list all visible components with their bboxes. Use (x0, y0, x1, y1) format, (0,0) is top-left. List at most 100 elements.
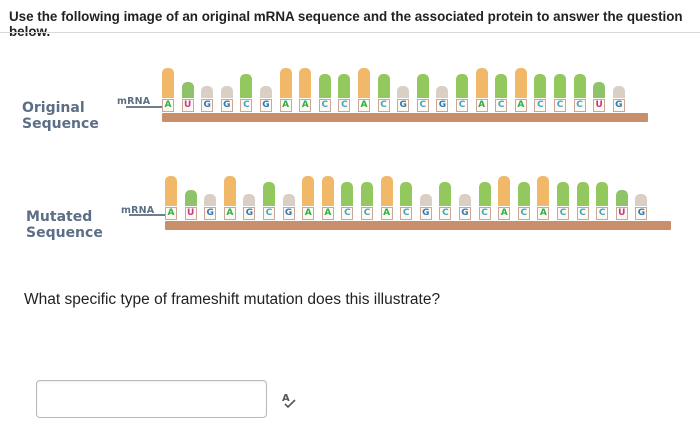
nucleotide-box (341, 207, 354, 220)
nucleotide-peg (321, 176, 334, 206)
nucleotide-a: A (162, 58, 174, 112)
nucleotide-box (576, 207, 589, 220)
nucleotide-box (260, 99, 272, 112)
nucleotide-letter: A (226, 208, 234, 218)
nucleotide-peg (554, 74, 566, 98)
answer-input[interactable] (36, 380, 267, 418)
nucleotide-peg (475, 68, 488, 98)
nucleotide-peg (204, 194, 217, 206)
nucleotide-box (436, 99, 449, 112)
nucleotide-letter: U (595, 100, 603, 110)
original-sequence-label: Original Sequence (22, 100, 99, 132)
nucleotide-peg (514, 68, 527, 98)
strand-lead-line (126, 106, 162, 108)
nucleotide-g: G (436, 58, 449, 112)
nucleotide-box (220, 99, 233, 112)
strand-backbone (162, 113, 649, 122)
nucleotide-letter: G (206, 208, 214, 218)
strand-lead-line (129, 214, 165, 216)
nucleotide-box (279, 99, 292, 112)
nucleotide-g: G (282, 166, 295, 220)
spellcheck-icon[interactable]: A (279, 390, 299, 410)
nucleotide-peg (282, 194, 295, 206)
nucleotide-peg (302, 176, 315, 206)
nucleotide-letter: G (245, 208, 254, 218)
nucleotide-c: C (361, 166, 373, 220)
nucleotide-u: U (593, 58, 606, 112)
nucleotide-peg (299, 68, 312, 98)
nucleotide-box (517, 207, 530, 220)
nucleotide-peg (456, 74, 468, 98)
nucleotide-c: C (416, 58, 429, 112)
nucleotide-u: U (184, 166, 197, 220)
nucleotide-u: U (181, 58, 194, 112)
nucleotide-c: C (338, 58, 351, 112)
nucleotide-letter: C (243, 100, 250, 110)
mutated-sequence-label: Mutated Sequence (26, 209, 103, 241)
nucleotide-c: C (456, 58, 468, 112)
nucleotide-c: C (439, 166, 452, 220)
nucleotide-letter: C (576, 100, 583, 110)
svg-text:A: A (282, 393, 290, 404)
nucleotide-box (181, 99, 194, 112)
nucleotide-c: C (341, 166, 354, 220)
nucleotide-peg (165, 176, 177, 206)
nucleotide-peg (534, 74, 547, 98)
original-mrna-tag: mRNA (117, 96, 151, 107)
nucleotide-peg (263, 182, 275, 206)
nucleotide-peg (576, 182, 589, 206)
nucleotide-letter: A (167, 208, 175, 218)
nucleotide-c: C (517, 166, 530, 220)
nucleotide-box (321, 207, 334, 220)
nucleotide-box (573, 99, 586, 112)
nucleotide-a: A (223, 166, 236, 220)
nucleotide-box (243, 207, 256, 220)
nucleotide-peg (341, 182, 354, 206)
nucleotide-letter: C (402, 208, 410, 218)
nucleotide-box (318, 99, 331, 112)
nucleotide-box (554, 99, 566, 112)
nucleotide-c: C (240, 58, 253, 112)
nucleotide-box (612, 99, 625, 112)
nucleotide-peg (318, 74, 331, 98)
nucleotide-letter: U (183, 100, 192, 110)
nucleotide-letter: C (579, 208, 586, 218)
nucleotide-box (358, 99, 370, 112)
nucleotide-letter: C (537, 100, 544, 110)
nucleotide-c: C (318, 58, 331, 112)
nucleotide-box (165, 207, 177, 220)
nucleotide-letter: C (598, 208, 606, 218)
nucleotide-peg (397, 86, 410, 98)
nucleotide-peg (439, 182, 452, 206)
nucleotide-letter: C (265, 208, 273, 218)
nucleotide-peg (593, 82, 606, 98)
nucleotide-peg (361, 182, 373, 206)
nucleotide-letter: A (478, 100, 486, 110)
nucleotide-c: C (377, 58, 390, 112)
nucleotide-box (282, 207, 295, 220)
nucleotide-peg (573, 74, 586, 98)
nucleotide-box (184, 207, 197, 220)
nucleotide-letter: G (399, 100, 407, 110)
nucleotide-letter: A (301, 100, 309, 110)
nucleotide-peg (162, 68, 174, 98)
nucleotide-letter: C (442, 208, 449, 218)
nucleotide-box (498, 207, 511, 220)
nucleotide-letter: A (383, 208, 391, 218)
nucleotide-peg (220, 86, 233, 98)
nucleotide-letter: G (203, 100, 211, 110)
nucleotide-box (495, 99, 508, 112)
nucleotide-letter: C (380, 100, 387, 110)
nucleotide-g: G (612, 58, 625, 112)
nucleotide-g: G (243, 166, 256, 220)
nucleotide-c: C (554, 58, 566, 112)
nucleotide-letter: G (262, 100, 270, 110)
nucleotide-c: C (400, 166, 413, 220)
nucleotide-box (201, 99, 214, 112)
nucleotide-box (557, 207, 569, 220)
mutated-mrna-tag: mRNA (121, 205, 155, 216)
nucleotide-letter: C (520, 208, 528, 218)
nucleotide-peg (478, 182, 491, 206)
nucleotide-peg (243, 194, 256, 206)
